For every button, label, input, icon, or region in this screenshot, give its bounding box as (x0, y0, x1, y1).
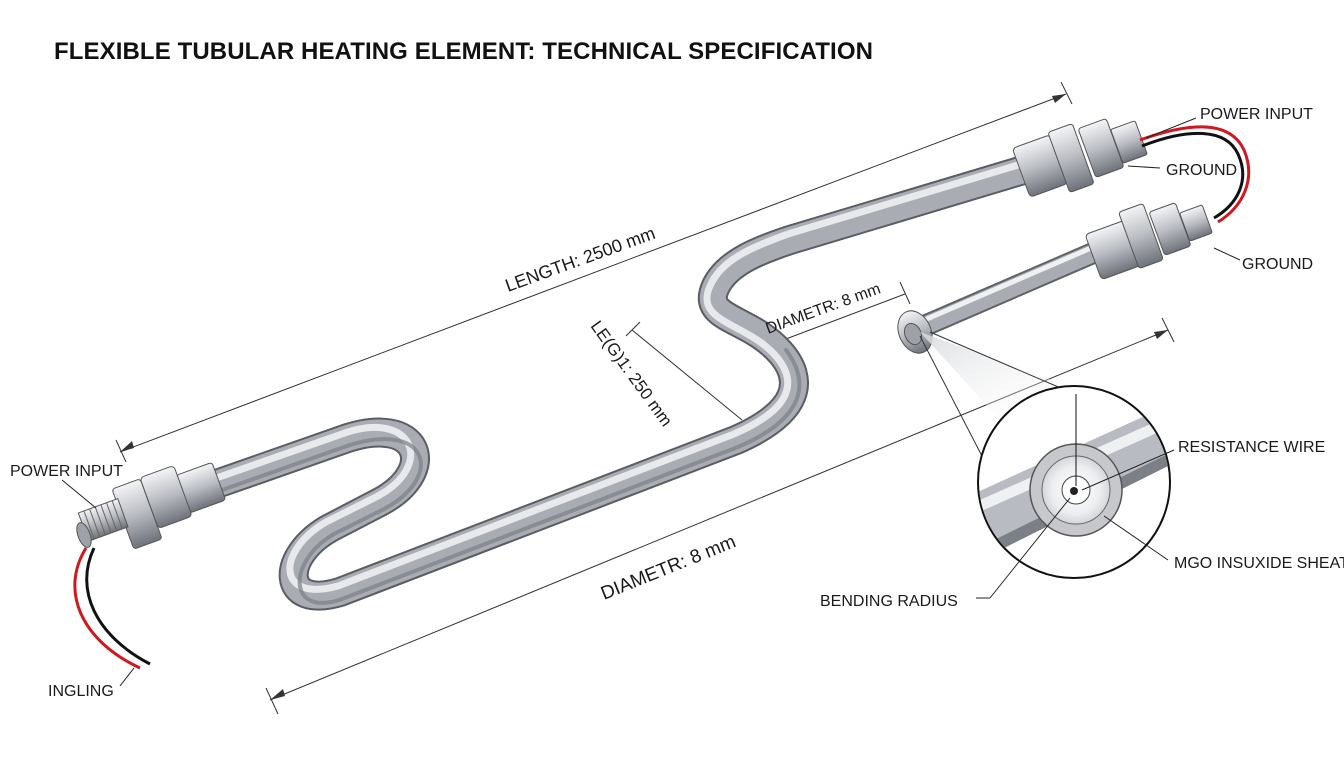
bend-length-dimension (625, 321, 743, 421)
power-input-left-label: POWER INPUT (10, 463, 123, 480)
return-tube (897, 239, 1111, 354)
diameter-bottom-label: DIAMETR: 8 mm (598, 531, 739, 604)
ingling-label: INGLING (48, 683, 114, 700)
overall-length-label: LENGTH: 2500 mm (503, 223, 658, 296)
bending-radius-label: BENDING RADIUS (820, 593, 958, 610)
mgo-sheath-label: MGO INSUXIDE SHEAT (1174, 555, 1344, 572)
bend-length-label: LE(G)1: 250 mm (587, 317, 676, 430)
right-lead-wires (1139, 125, 1251, 224)
heating-tube (190, 153, 1045, 611)
resistance-wire-label: RESISTANCE WIRE (1178, 439, 1325, 456)
cross-section-detail (919, 331, 1171, 579)
left-lead-wires (73, 547, 151, 670)
leader-lines (61, 117, 1241, 687)
right-terminal-lower (1085, 202, 1213, 280)
diameter-top-dimension (769, 281, 911, 346)
ground-upper-label: GROUND (1166, 162, 1237, 179)
right-terminal-upper (1012, 118, 1148, 197)
ground-lower-label: GROUND (1242, 256, 1313, 273)
page-title: FLEXIBLE TUBULAR HEATING ELEMENT: TECHNI… (54, 38, 874, 65)
left-terminal (76, 462, 226, 549)
power-input-right-label: POWER INPUT (1200, 106, 1313, 123)
overall-length-dimension (115, 81, 1073, 463)
